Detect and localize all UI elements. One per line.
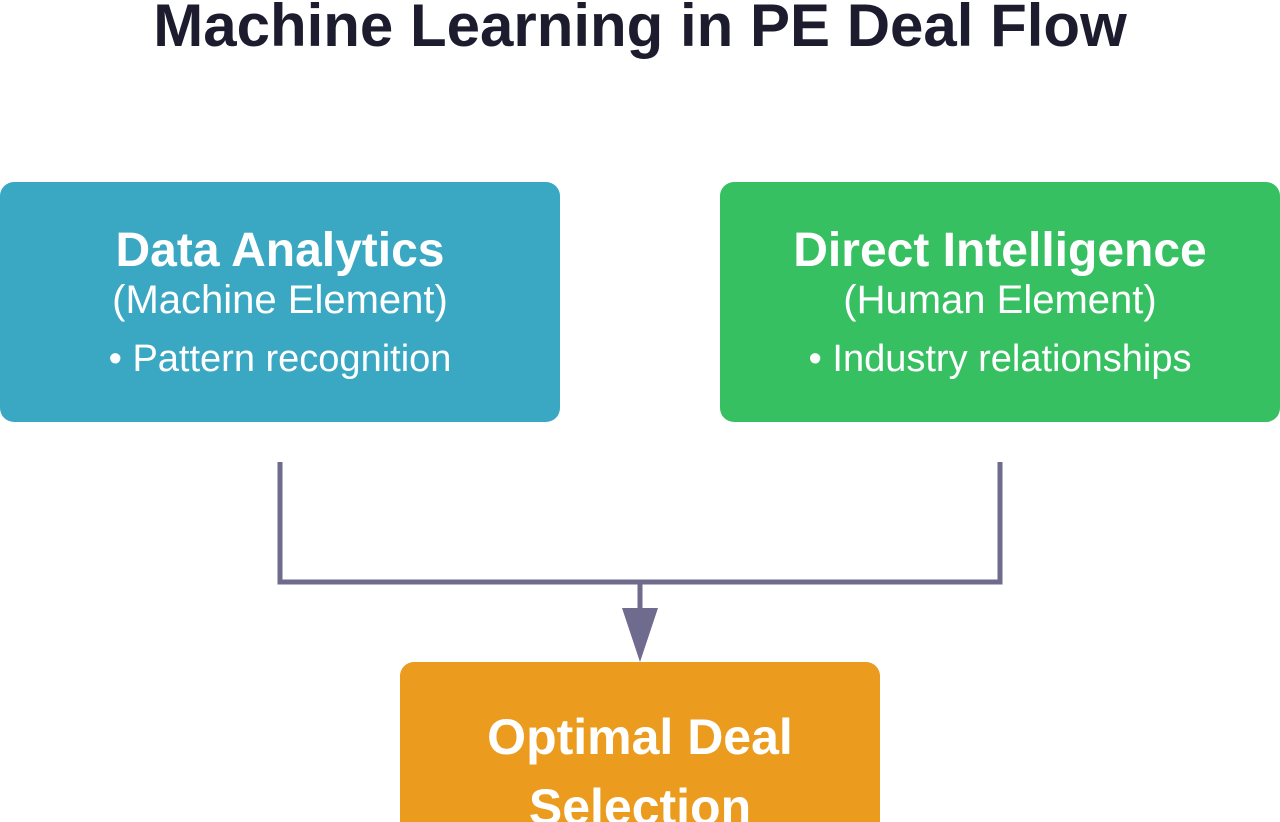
data-analytics-box: Data Analytics (Machine Element) • Patte…: [0, 182, 560, 422]
data-analytics-subtitle: (Machine Element): [112, 278, 448, 322]
data-analytics-bullet: • Pattern recognition: [108, 338, 452, 380]
connector-left-branch: [277, 462, 640, 585]
direct-intelligence-subtitle: (Human Element): [843, 278, 1157, 322]
direct-intelligence-title: Direct Intelligence: [793, 224, 1207, 277]
diagram-title: Machine Learning in PE Deal Flow: [153, 0, 1127, 59]
direct-intelligence-bullet: • Industry relationships: [808, 338, 1192, 380]
optimal-deal-selection-box: Optimal Deal Selection: [400, 662, 880, 822]
optimal-deal-selection-title: Optimal Deal Selection: [487, 709, 793, 822]
data-analytics-title: Data Analytics: [115, 224, 445, 277]
connector-right-branch: [640, 462, 1003, 585]
arrowhead-icon: [622, 608, 658, 662]
direct-intelligence-box: Direct Intelligence (Human Element) • In…: [720, 182, 1280, 422]
